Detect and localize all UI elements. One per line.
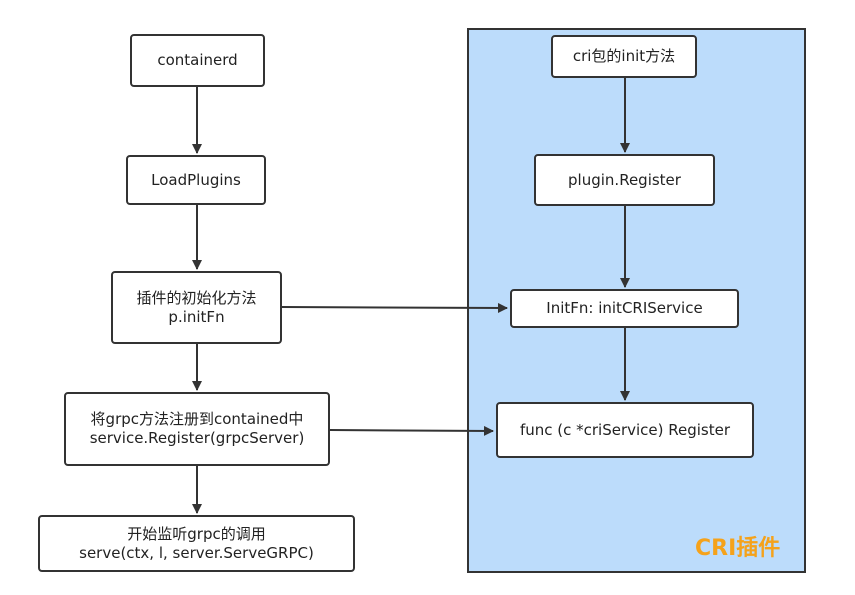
load-plugins-label: LoadPlugins — [151, 170, 241, 189]
cri-plugin-label: CRI插件 — [695, 536, 781, 561]
plugin-register-label: plugin.Register — [568, 170, 681, 189]
init-method-box: 插件的初始化方法 p.initFn — [111, 271, 282, 344]
arrow-register-to-funcregister — [329, 425, 494, 436]
init-method-line1: 插件的初始化方法 — [136, 288, 257, 307]
containerd-label: containerd — [157, 51, 238, 69]
init-cri-service-box: InitFn: initCRIService — [510, 289, 739, 328]
serve-grpc-line2: serve(ctx, l, server.ServeGRPC) — [79, 543, 314, 562]
containerd-box: containerd — [130, 34, 265, 87]
func-register-box: func (c *criService) Register — [496, 402, 754, 458]
register-grpc-line2: service.Register(grpcServer) — [89, 429, 305, 447]
plugin-register-box: plugin.Register — [534, 154, 715, 206]
func-register-label: func (c *criService) Register — [519, 420, 731, 439]
arrow-initfn-to-initcri — [281, 302, 508, 313]
register-grpc-box: 将grpc方法注册到contained中 service.Register(gr… — [64, 392, 330, 466]
serve-grpc-line1: 开始监听grpc的调用 — [127, 524, 266, 543]
register-grpc-line1: 将grpc方法注册到contained中 — [90, 410, 304, 428]
cri-init-method-label: cri包的init方法 — [572, 47, 676, 65]
serve-grpc-box: 开始监听grpc的调用 serve(ctx, l, server.ServeGR… — [38, 515, 355, 572]
init-cri-service-label: InitFn: initCRIService — [546, 299, 703, 317]
cri-init-method-box: cri包的init方法 — [551, 35, 697, 78]
load-plugins-box: LoadPlugins — [126, 155, 266, 205]
init-method-line2: p.initFn — [168, 307, 225, 326]
